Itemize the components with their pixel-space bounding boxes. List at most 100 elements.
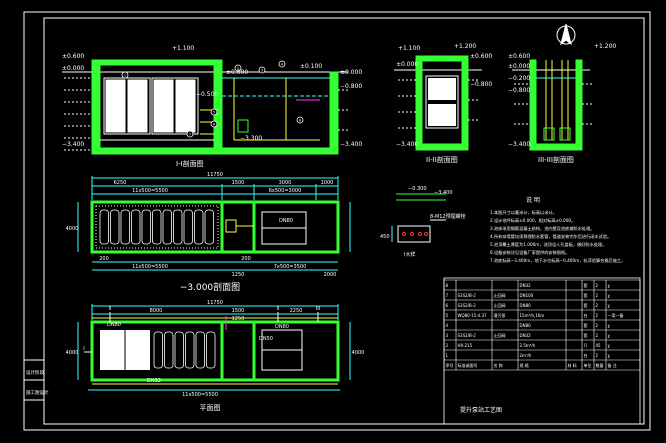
plan-dim-side-l: 4000	[66, 350, 79, 356]
p3000-dim-side: 4000	[66, 226, 79, 232]
detail-note: 8-M12预埋螺栓	[430, 213, 466, 220]
diffuser-loop	[99, 209, 109, 245]
plan-3000-drawing	[77, 176, 351, 271]
s1-elev-100: ±0.100	[300, 63, 322, 70]
notes-list: 1.本图尺寸以毫米计，标高以米计。2.设计地坪标高±0.000，相对标高±0.0…	[490, 209, 625, 264]
section-3-drawing	[512, 59, 594, 151]
table-cell: 套	[584, 322, 588, 328]
table-header-cell: 标准或图号	[458, 362, 478, 368]
equipment-table-grid	[443, 279, 641, 371]
s3-elev-neg200: −0.200	[508, 75, 530, 82]
table-cell: χ	[608, 293, 611, 298]
plan-label-iii: III	[316, 306, 320, 312]
plan-label-ii-b: II	[277, 306, 280, 312]
s2-elev-zero: ±0.000	[396, 61, 418, 68]
s1-elev-zero-r: ±0.000	[340, 69, 362, 76]
plan-label-ii-a: II	[109, 306, 112, 312]
p3000-dim-sub2: 6x500=3000	[269, 188, 302, 194]
table-cell: 4	[446, 323, 449, 328]
plan-dim-total: 11750	[207, 300, 223, 306]
plan-dim-bottom: 11x500=5500	[182, 392, 218, 398]
table-cell: 1	[446, 353, 449, 358]
callout-2: 2	[237, 67, 239, 71]
table-cell: 8	[446, 283, 449, 288]
plan-dn-b: DN80	[275, 324, 289, 330]
note-item: 1.本图尺寸以毫米计，标高以米计。	[490, 209, 557, 216]
plan-label-i: I	[83, 346, 84, 352]
table-cell: χ	[608, 353, 611, 358]
table-cell: S3S2/B-2	[458, 303, 477, 308]
s1-elev-zero: ±0.000	[62, 65, 84, 72]
s3-elev-neg3400: −3.400	[508, 141, 530, 148]
s2-elev-top: +1.100	[398, 45, 420, 52]
table-cell: 2.5m³/h	[520, 343, 536, 348]
detail-title: I大样	[404, 251, 415, 258]
p3000-dim-seg-1: 6250	[114, 180, 127, 186]
p3000-dim-1250: 1250	[232, 272, 245, 278]
s2-elev-600: ±0.600	[470, 53, 492, 60]
table-cell: χ	[608, 333, 611, 338]
table-cell: 15m³/h,16m	[520, 313, 545, 318]
p3000-dim-seg-3: 3000	[279, 180, 292, 186]
s1-elev-600: ±0.600	[62, 53, 84, 60]
table-cell: 2	[596, 283, 599, 288]
plan-dim-seg-1: 8000	[150, 308, 163, 314]
note-item: 7.池底标高−3.400m，地下水位标高−0.400m，抗浮验算合格后施工。	[490, 257, 625, 264]
table-cell: 台	[584, 312, 588, 318]
callout-5: 5	[213, 111, 215, 115]
diffuser-loop	[141, 209, 151, 245]
table-cell: 2	[596, 313, 599, 318]
s2-elev-neg800: −0.800	[470, 81, 492, 88]
side-label-b: 施工图设计	[26, 389, 49, 396]
section-1-drawing	[62, 59, 348, 155]
table-cell: 2	[596, 333, 599, 338]
p3000-dim-seg-4: 1000	[321, 180, 334, 186]
diffuser-loops-upper	[99, 209, 214, 245]
table-cell: 2	[596, 323, 599, 328]
s3-elev-neg800: −0.800	[508, 87, 530, 94]
s1-elev-neg3400-r: −3.400	[340, 141, 362, 148]
table-cell: χ	[608, 283, 611, 288]
plan-title: 平面图	[200, 404, 221, 412]
plan-drawing	[77, 304, 351, 391]
table-cell: DN80	[520, 323, 532, 328]
table-cell: 止回阀	[494, 292, 506, 298]
table-cell: χ	[608, 323, 611, 328]
note-item: 4.所有穿墙管均须预埋防水套管，管道安装完毕后进行闭水试验。	[490, 233, 611, 240]
s1-elev-mid-left: ±0.000	[226, 69, 248, 76]
diffuser-loops-lower	[153, 331, 216, 369]
diffuser-loop	[173, 209, 183, 245]
p3000-dim-total: 11750	[207, 172, 223, 178]
s3-elev-600: ±0.600	[508, 53, 530, 60]
note-item: 2.设计地坪标高±0.000，相对标高±0.000。	[490, 217, 575, 224]
table-header-cell: 数量	[596, 362, 604, 368]
table-cell: χ	[608, 343, 611, 348]
north-arrow-icon	[556, 23, 576, 46]
table-cell: 只	[584, 343, 588, 348]
callout-7: 7	[189, 133, 191, 137]
drawing-frame	[23, 11, 651, 431]
detail-elev-b: −3.400	[434, 190, 453, 196]
p3000-dim-seg-2: 1500	[232, 180, 245, 186]
diffuser-loop	[153, 331, 163, 369]
table-cell: S3S2/B-2	[458, 293, 477, 298]
p3000-dim-bottom: 11x500=5500	[132, 264, 168, 270]
plan-dim-seg-2: 1500	[232, 308, 245, 314]
diffuser-loop	[110, 209, 120, 245]
table-header-cell: 序号	[446, 362, 454, 368]
table-cell: WQ80-15-4.37	[458, 313, 488, 318]
table-cell: 2	[446, 343, 449, 348]
p3000-title: −3.000剖面图	[180, 281, 240, 293]
table-cell: χ	[608, 303, 611, 308]
table-cell: 止回阀	[494, 302, 506, 308]
table-cell: 2	[596, 353, 599, 358]
diffuser-loop	[120, 209, 130, 245]
s1-elev-neg500: −0.500	[196, 91, 218, 98]
table-cell: HX-215	[458, 343, 473, 348]
table-cell: 套	[584, 292, 588, 298]
side-label-a: 设计阶段	[26, 369, 44, 376]
diffuser-loop	[183, 209, 193, 245]
plan-dim-sub: 1250	[232, 316, 245, 322]
detail-dim: 450	[380, 234, 390, 240]
